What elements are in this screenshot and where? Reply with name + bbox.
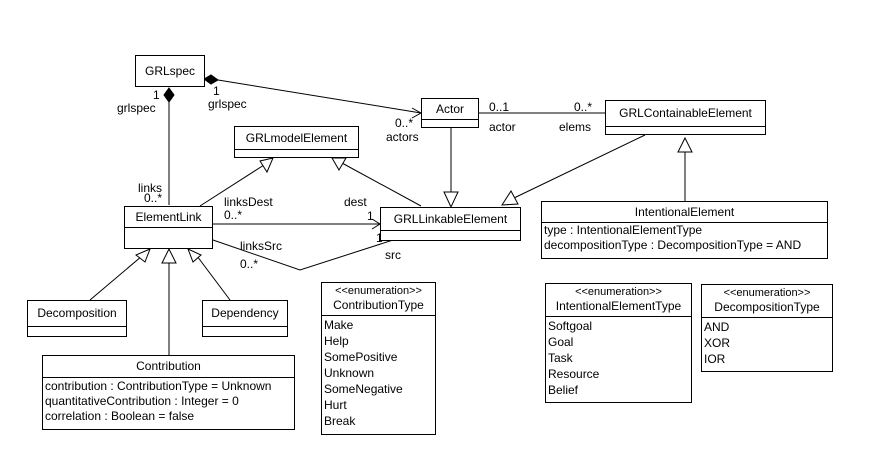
enum-literal: Make bbox=[324, 318, 354, 332]
attribute-row: type : IntentionalElementType bbox=[544, 223, 703, 237]
enum-literal: IOR bbox=[704, 352, 726, 366]
decomposition-generalization-triangle bbox=[135, 248, 151, 263]
enum-literal: Break bbox=[324, 414, 356, 428]
linkssrc-role: linksSrc bbox=[240, 239, 283, 253]
stereotype-label: <<enumeration>> bbox=[335, 285, 422, 297]
enum-literal: SomePositive bbox=[324, 350, 398, 364]
linkable-generalization-line bbox=[341, 162, 422, 207]
linksdest-multiplicity: 0..* bbox=[224, 208, 243, 222]
containable-generalization-line bbox=[513, 134, 646, 199]
class-name: ContributionType bbox=[333, 298, 424, 312]
class-name: GRLLinkableElement bbox=[381, 208, 520, 231]
enum-literal: XOR bbox=[704, 336, 731, 350]
contribution-generalization-triangle bbox=[161, 247, 177, 264]
actor-role: actor bbox=[489, 120, 516, 134]
class-grlspec[interactable]: GRLspec bbox=[135, 55, 205, 87]
class-grllinkableelement[interactable]: GRLLinkableElement bbox=[380, 207, 521, 241]
enum-literal: Hurt bbox=[324, 398, 347, 412]
class-name: Contribution bbox=[136, 359, 201, 373]
dependency-generalization-triangle bbox=[187, 248, 202, 263]
class-name: ElementLink bbox=[125, 207, 212, 228]
attribute-row: decompositionType : DecompositionType = … bbox=[544, 238, 802, 252]
decomposition-generalization-line bbox=[89, 255, 143, 301]
composition-diamond-links bbox=[163, 87, 175, 103]
class-intentionalelement[interactable]: IntentionalElement type : IntentionalEle… bbox=[541, 201, 828, 259]
enum-literal: Softgoal bbox=[548, 319, 593, 333]
literals-compartment: Make Help SomePositive Unknown SomeNegat… bbox=[322, 315, 435, 429]
class-contribution[interactable]: Contribution contribution : Contribution… bbox=[42, 355, 295, 430]
class-name: Dependency bbox=[203, 301, 287, 327]
grlspec-links-role: grlspec bbox=[117, 101, 156, 115]
elems-multiplicity: 0..* bbox=[574, 100, 593, 114]
elementlink-generalization-triangle bbox=[259, 157, 274, 174]
actors-multiplicity: 0..* bbox=[395, 116, 414, 130]
enum-literal: Resource bbox=[548, 367, 600, 381]
dependency-generalization-line bbox=[196, 255, 231, 301]
links-multiplicity: 0..* bbox=[144, 191, 163, 205]
links-role: links bbox=[138, 181, 163, 195]
literals-compartment: AND XOR IOR bbox=[702, 317, 832, 367]
class-name: IntentionalElementType bbox=[555, 299, 682, 313]
class-actor[interactable]: Actor bbox=[421, 98, 479, 128]
class-name: GRLspec bbox=[144, 64, 196, 78]
class-name: GRLContainableElement bbox=[606, 101, 765, 127]
enum-literal: AND bbox=[704, 320, 730, 334]
class-name: GRLmodelElement bbox=[235, 127, 358, 150]
enum-literal: Unknown bbox=[324, 366, 375, 380]
enum-literal: Belief bbox=[548, 383, 579, 397]
literals-compartment: Softgoal Goal Task Resource Belief bbox=[546, 316, 691, 398]
containable-generalization-triangle bbox=[501, 190, 519, 206]
dest-role: dest bbox=[344, 195, 367, 209]
linksdest-role: linksDest bbox=[224, 195, 273, 209]
elems-role: elems bbox=[559, 120, 592, 134]
class-elementlink[interactable]: ElementLink bbox=[124, 206, 213, 249]
src-role: src bbox=[385, 248, 401, 262]
linkssrc-multiplicity: 0..* bbox=[240, 257, 259, 271]
actor-multiplicity: 0..1 bbox=[489, 100, 510, 114]
enum-contributiontype[interactable]: <<enumeration>> ContributionType Make He… bbox=[321, 282, 436, 435]
enum-decompositiontype[interactable]: <<enumeration>> DecompositionType AND XO… bbox=[701, 284, 833, 372]
attributes-compartment: contribution : ContributionType = Unknow… bbox=[43, 377, 294, 424]
dest-multiplicity: 1 bbox=[367, 209, 374, 223]
intentional-generalization-triangle bbox=[677, 136, 693, 153]
grlspec-links-multiplicity: 1 bbox=[153, 88, 160, 102]
grlspec-actor-role: grlspec bbox=[208, 97, 247, 111]
class-name: Decomposition bbox=[28, 301, 126, 327]
class-name: DecompositionType bbox=[714, 300, 820, 314]
stereotype-label: <<enumeration>> bbox=[723, 287, 811, 299]
attribute-row: correlation : Boolean = false bbox=[45, 409, 195, 423]
enum-literal: Task bbox=[548, 351, 573, 365]
enum-literal: Goal bbox=[548, 335, 574, 349]
linkable-generalization-triangle bbox=[331, 157, 347, 171]
class-grlmodelelement[interactable]: GRLmodelElement bbox=[234, 126, 359, 158]
class-decomposition[interactable]: Decomposition bbox=[27, 300, 127, 337]
attributes-compartment: type : IntentionalElementType decomposit… bbox=[542, 222, 827, 253]
grlspec-actor-composition bbox=[217, 79, 422, 114]
composition-diamond-actor bbox=[203, 74, 219, 85]
attribute-row: quantitativeContribution : Integer = 0 bbox=[45, 394, 239, 408]
class-name: IntentionalElement bbox=[634, 205, 735, 219]
enum-intentionalelementtype[interactable]: <<enumeration>> IntentionalElementType S… bbox=[545, 283, 692, 403]
stereotype-label: <<enumeration>> bbox=[575, 286, 662, 298]
grlspec-actor-multiplicity: 1 bbox=[213, 84, 220, 98]
class-grlcontainableelement[interactable]: GRLContainableElement bbox=[605, 100, 766, 135]
enum-literal: SomeNegative bbox=[324, 382, 403, 396]
elementlink-generalization-line bbox=[199, 164, 265, 207]
actors-role: actors bbox=[386, 130, 419, 144]
actor-generalization-triangle bbox=[443, 191, 459, 209]
class-name: Actor bbox=[422, 99, 478, 120]
src-multiplicity: 1 bbox=[376, 231, 383, 245]
enum-literal: Help bbox=[324, 334, 349, 348]
attribute-row: contribution : ContributionType = Unknow… bbox=[45, 379, 272, 393]
class-dependency[interactable]: Dependency bbox=[202, 300, 288, 337]
src-association bbox=[212, 239, 394, 271]
